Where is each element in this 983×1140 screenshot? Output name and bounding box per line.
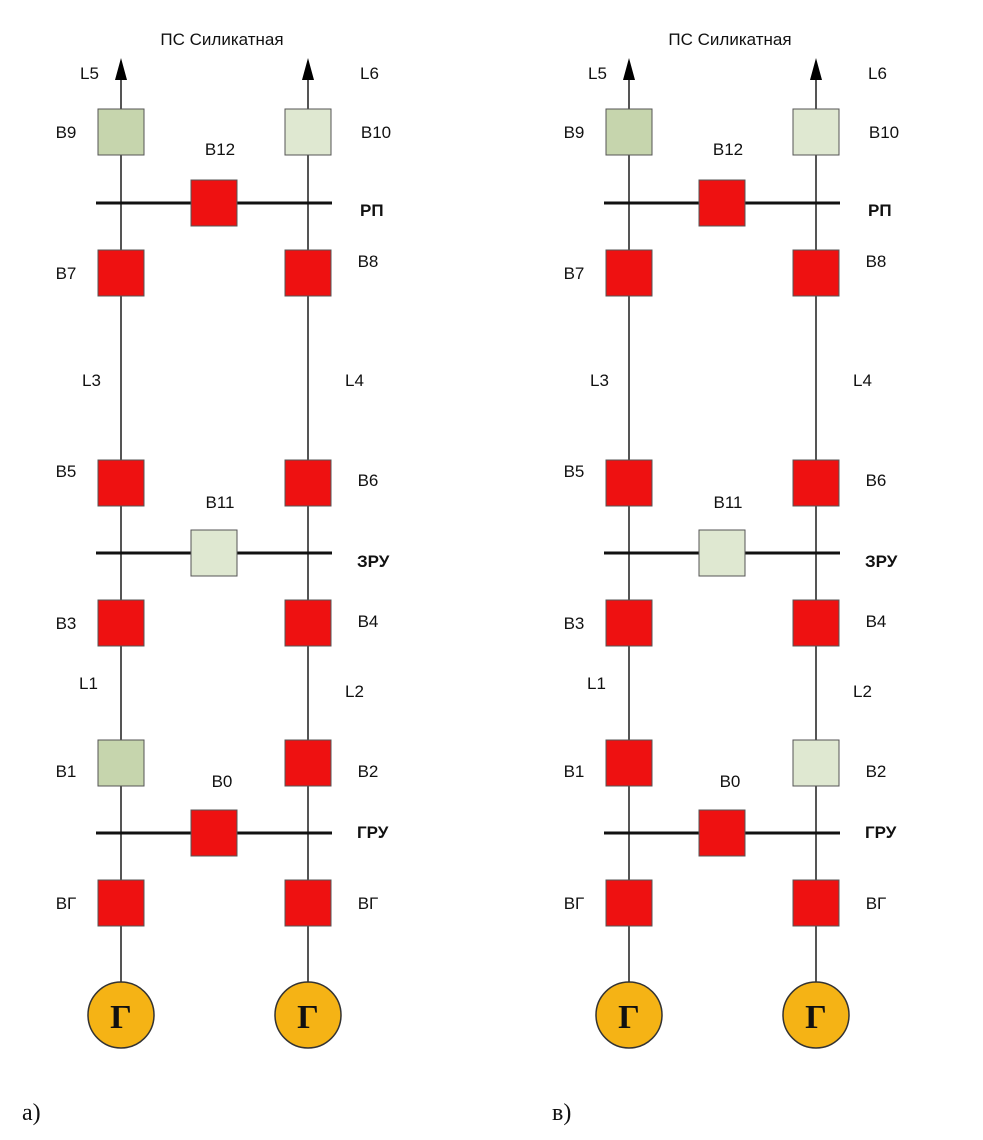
arrow-up-icon-l6 (810, 58, 822, 80)
breaker-label-b9: B9 (56, 123, 77, 142)
diagram-caption: а) (22, 1100, 41, 1126)
breaker-label-vg1: ВГ (56, 894, 77, 913)
breaker-label-b5: B5 (56, 462, 77, 481)
breaker-b4 (284, 599, 332, 647)
generator-label-2: Г (297, 999, 319, 1036)
breaker-b10 (792, 108, 840, 156)
line-label-l2: L2 (853, 682, 872, 701)
breaker-label-b10: B10 (361, 123, 391, 142)
breaker-label-b11: B11 (714, 493, 743, 512)
breaker-label-b6: B6 (866, 471, 887, 490)
generator-icon-1 (595, 981, 663, 1049)
breaker-label-b12: B12 (205, 140, 235, 159)
breaker-label-b0: B0 (212, 772, 233, 791)
bus-label-gru: ГРУ (865, 823, 897, 842)
bus-label-rp: РП (360, 201, 384, 220)
breaker-b1 (605, 739, 653, 787)
generator-label-1: Г (618, 999, 640, 1036)
line-label-l5: L5 (80, 64, 99, 83)
breaker-b11 (698, 529, 746, 577)
breaker-label-b9: B9 (564, 123, 585, 142)
breaker-b5 (605, 459, 653, 507)
arrow-up-icon-l5 (623, 58, 635, 80)
breaker-vg2 (792, 879, 840, 927)
breaker-b8 (284, 249, 332, 297)
breaker-label-b10: B10 (869, 123, 899, 142)
generator-icon-1 (87, 981, 155, 1049)
breaker-label-b4: B4 (358, 612, 379, 631)
breaker-vg1 (97, 879, 145, 927)
line-label-l1: L1 (587, 674, 606, 693)
breaker-b9 (97, 108, 145, 156)
substation-title: ПС Силикатная (668, 30, 791, 49)
breaker-label-b8: B8 (358, 252, 379, 271)
breaker-label-vg1: ВГ (564, 894, 585, 913)
breaker-b0 (190, 809, 238, 857)
breaker-label-b7: B7 (564, 264, 585, 283)
breaker-b3 (97, 599, 145, 647)
arrow-up-icon-l5 (115, 58, 127, 80)
breaker-b5 (97, 459, 145, 507)
breaker-label-b6: B6 (358, 471, 379, 490)
breaker-b8 (792, 249, 840, 297)
line-label-l3: L3 (82, 371, 101, 390)
bus-label-zru: ЗРУ (357, 552, 390, 571)
breaker-label-b1: B1 (564, 762, 585, 781)
breaker-b7 (97, 249, 145, 297)
generator-label-1: Г (110, 999, 132, 1036)
breaker-b12 (698, 179, 746, 227)
breaker-b1 (97, 739, 145, 787)
breaker-b7 (605, 249, 653, 297)
breaker-label-b1: B1 (56, 762, 77, 781)
breaker-vg1 (605, 879, 653, 927)
line-label-l2: L2 (345, 682, 364, 701)
bus-label-gru: ГРУ (357, 823, 389, 842)
breaker-label-b0: B0 (720, 772, 741, 791)
line-label-l1: L1 (79, 674, 98, 693)
breaker-vg2 (284, 879, 332, 927)
breaker-label-b5: B5 (564, 462, 585, 481)
breaker-b6 (284, 459, 332, 507)
generator-icon-2 (274, 981, 342, 1049)
line-label-l6: L6 (868, 64, 887, 83)
breaker-b6 (792, 459, 840, 507)
breaker-label-b12: B12 (713, 140, 743, 159)
breaker-label-b7: B7 (56, 264, 77, 283)
breaker-b2 (284, 739, 332, 787)
breaker-b3 (605, 599, 653, 647)
breaker-label-vg2: ВГ (866, 894, 887, 913)
line-label-l3: L3 (590, 371, 609, 390)
breaker-b2 (792, 739, 840, 787)
arrow-up-icon-l6 (302, 58, 314, 80)
breaker-label-b11: B11 (206, 493, 235, 512)
breaker-b11 (190, 529, 238, 577)
line-label-l4: L4 (853, 371, 872, 390)
generator-icon-2 (782, 981, 850, 1049)
breaker-b12 (190, 179, 238, 227)
substation-title: ПС Силикатная (160, 30, 283, 49)
diagram-caption: в) (552, 1100, 571, 1126)
generator-label-2: Г (805, 999, 827, 1036)
breaker-b9 (605, 108, 653, 156)
breaker-label-b8: B8 (866, 252, 887, 271)
line-label-l4: L4 (345, 371, 364, 390)
bus-label-zru: ЗРУ (865, 552, 898, 571)
line-label-l6: L6 (360, 64, 379, 83)
breaker-label-b2: B2 (866, 762, 887, 781)
breaker-label-vg2: ВГ (358, 894, 379, 913)
bus-label-rp: РП (868, 201, 892, 220)
breaker-b4 (792, 599, 840, 647)
breaker-label-b4: B4 (866, 612, 887, 631)
breaker-b0 (698, 809, 746, 857)
breaker-b10 (284, 108, 332, 156)
breaker-label-b2: B2 (358, 762, 379, 781)
line-label-l5: L5 (588, 64, 607, 83)
breaker-label-b3: B3 (564, 614, 585, 633)
breaker-label-b3: B3 (56, 614, 77, 633)
